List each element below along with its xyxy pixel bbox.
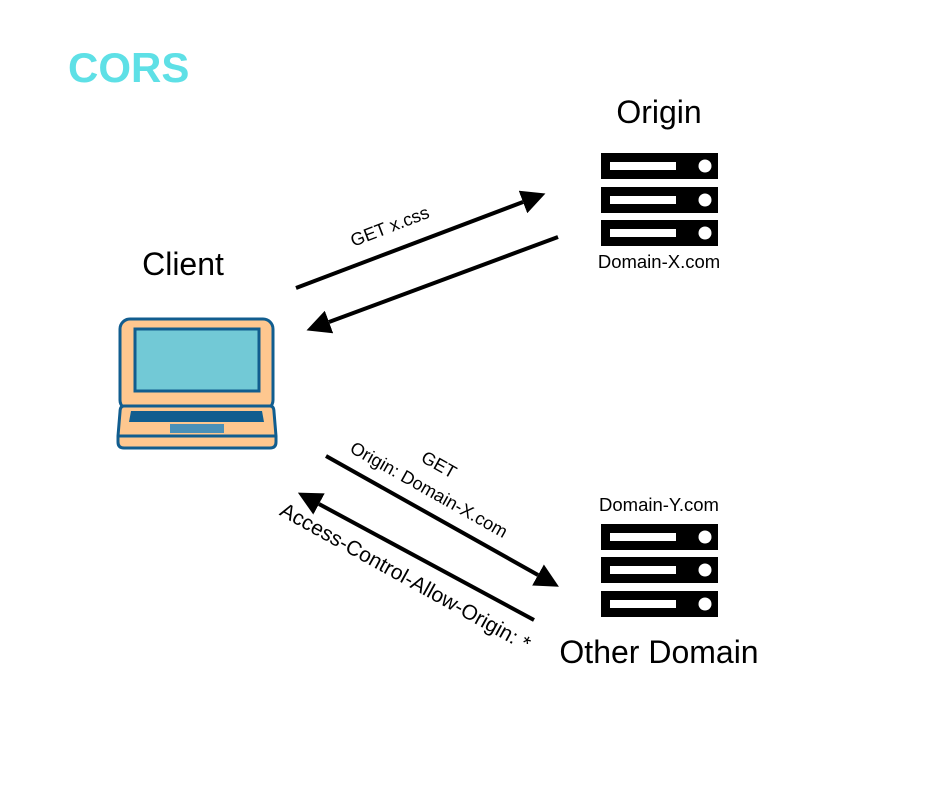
laptop-screen (133, 327, 261, 393)
server-light (698, 159, 712, 173)
origin-node: Origin Domain-X.com (598, 94, 720, 272)
arrow-line (295, 190, 546, 290)
server-light (698, 563, 712, 577)
arrow-response-origin (306, 235, 559, 334)
server-light (698, 193, 712, 207)
client-label: Client (142, 246, 224, 282)
origin-label: Origin (616, 94, 701, 130)
arrow-line (297, 492, 535, 622)
diagram-title: CORS (68, 44, 189, 91)
server-light (698, 530, 712, 544)
server-light (698, 597, 712, 611)
arrow-line (325, 454, 559, 587)
server-slot (610, 162, 676, 170)
arrow-request-origin: GET x.css (295, 190, 546, 290)
server-icon (601, 524, 718, 617)
laptop-icon (116, 317, 278, 450)
other-domain-node: Domain-Y.com Other Domain (559, 494, 758, 670)
server-slot (610, 533, 676, 541)
server-slot (610, 196, 676, 204)
client-node: Client (116, 246, 278, 450)
laptop-trackpad (170, 424, 224, 433)
other-domain-domain: Domain-Y.com (599, 494, 719, 515)
server-light (698, 226, 712, 240)
server-icon (601, 153, 718, 246)
laptop-keyboard (129, 411, 264, 422)
origin-domain: Domain-X.com (598, 251, 720, 272)
other-domain-label: Other Domain (559, 634, 758, 670)
server-slot (610, 229, 676, 237)
server-slot (610, 566, 676, 574)
arrow-line (306, 235, 559, 334)
server-slot (610, 600, 676, 608)
